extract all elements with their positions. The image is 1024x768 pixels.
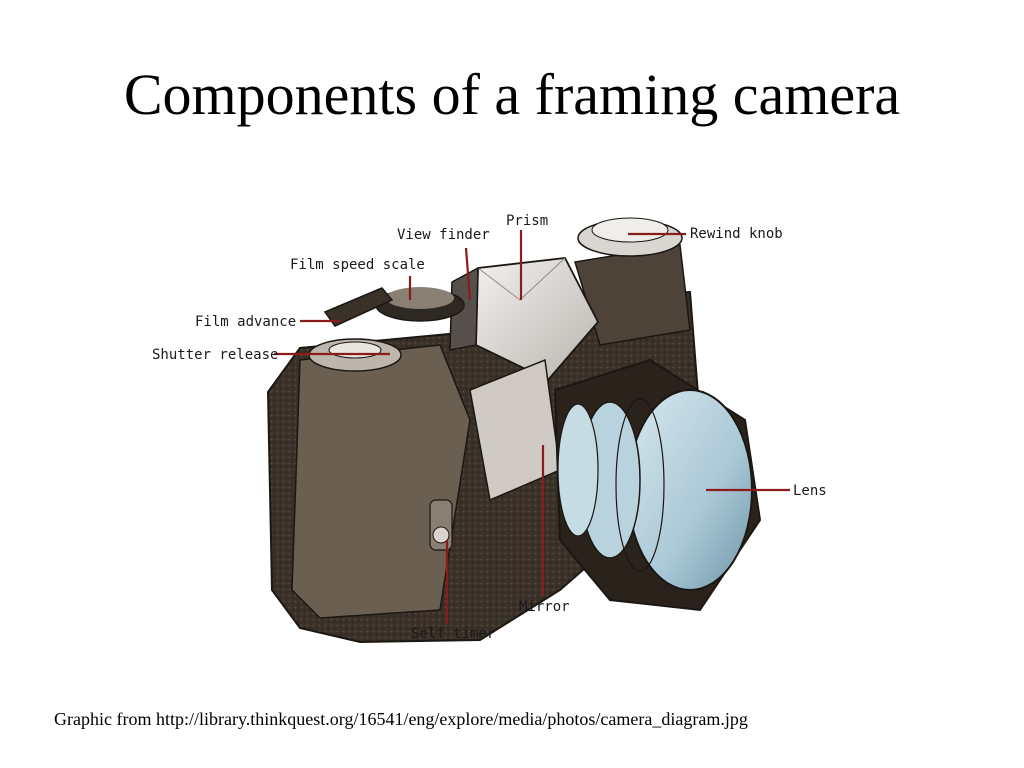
label-rewind-knob: Rewind knob xyxy=(690,226,783,242)
label-mirror: Mirror xyxy=(519,599,570,615)
label-prism: Prism xyxy=(506,213,548,229)
camera-illustration xyxy=(266,217,762,644)
viewfinder-shape xyxy=(449,266,479,351)
label-film-speed-scale: Film speed scale xyxy=(290,257,425,273)
label-lens: Lens xyxy=(793,483,827,499)
image-caption: Graphic from http://library.thinkquest.o… xyxy=(54,709,748,729)
label-film-advance: Film advance xyxy=(195,314,296,330)
callout-labels: View finder Prism Rewind knob Film speed… xyxy=(152,213,827,642)
label-self-timer: Self timer xyxy=(411,626,495,642)
slide-title: Components of a framing camera xyxy=(123,62,901,127)
label-shutter-release: Shutter release xyxy=(152,347,278,363)
label-view-finder: View finder xyxy=(397,227,490,243)
leader-view-finder xyxy=(464,247,472,301)
leader-lines xyxy=(274,230,790,624)
front-plate xyxy=(291,344,471,619)
